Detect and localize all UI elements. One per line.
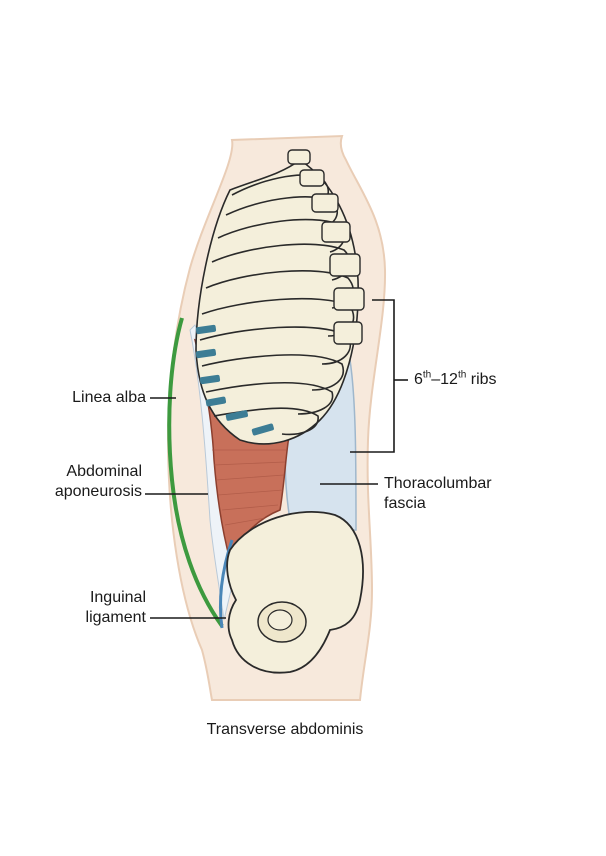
costal-cartilage [195,324,274,436]
muscle-fibers [212,449,286,526]
iliac-blue-edge [219,539,234,629]
figure-caption: Transverse abdominis [206,721,364,738]
label-linea-alba: Linea alba [72,389,146,406]
linea-alba-line [167,317,224,628]
label-abdominal-aponeurosis: Abdominal aponeurosis [54,463,142,500]
label-inguinal-ligament: Inguinal ligament [85,589,146,626]
label-thoracolumbar-fascia: Thoracolumbar fascia [384,475,492,512]
spine [287,149,365,345]
ribs-bracket [350,299,395,453]
label-ribs: 6th–12th ribs [414,369,497,388]
